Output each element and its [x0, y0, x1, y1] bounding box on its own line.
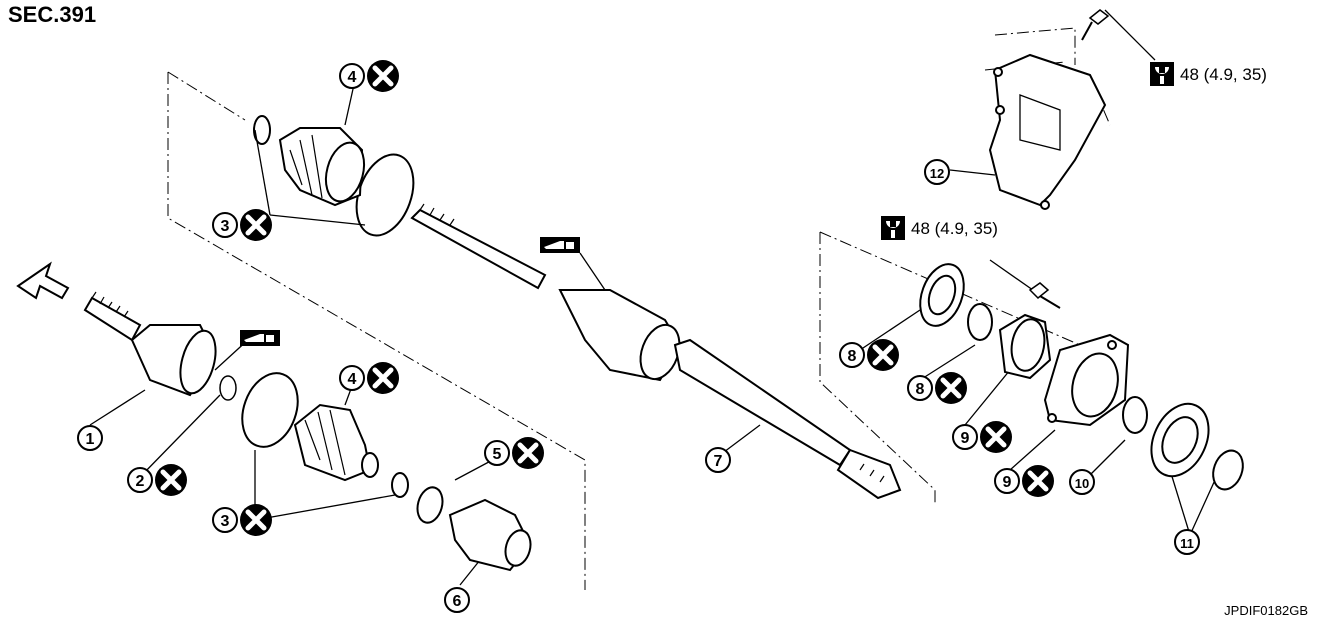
bearing-housing-part [1043, 333, 1130, 427]
x-circle-icon [240, 209, 272, 241]
callout-7: 7 [705, 447, 731, 473]
outer-joint-part [83, 291, 217, 397]
grease-gun-icon [540, 237, 580, 253]
callout-2: 2 [127, 464, 187, 496]
x-circle-icon [980, 421, 1012, 453]
torque-spec-upper: 48 (4.9, 35) [1150, 62, 1267, 86]
x-circle-icon [867, 339, 899, 371]
callout-6: 6 [444, 587, 470, 613]
callout-5: 5 [484, 437, 544, 469]
dust-seal-part [919, 263, 1244, 491]
support-bracket-part [988, 53, 1107, 210]
callout-4: 4 [339, 60, 399, 92]
boot-part [278, 127, 379, 482]
callout-number: 2 [136, 473, 145, 490]
x-circle-icon [367, 60, 399, 92]
callout-number: 4 [348, 69, 357, 86]
callout-number: 3 [221, 513, 230, 530]
circlip-part [967, 303, 1148, 434]
x-circle-icon [367, 362, 399, 394]
drive-shaft-part [410, 203, 902, 500]
torque-spec-lower: 48 (4.9, 35) [881, 216, 998, 240]
callout-number: 7 [714, 453, 723, 470]
callout-number: 1 [86, 431, 95, 448]
torque-wrench-icon [1150, 62, 1174, 86]
callout-number: 3 [221, 218, 230, 235]
x-circle-icon [512, 437, 544, 469]
callout-number: 8 [848, 348, 857, 365]
callout-number: 10 [1075, 476, 1089, 491]
grease-gun-icon [240, 330, 280, 346]
callout-1: 1 [77, 425, 103, 451]
x-circle-icon [155, 464, 187, 496]
figure-code: JPDIF0182GB [1224, 603, 1308, 618]
callout-number: 9 [1003, 474, 1012, 491]
x-circle-icon [240, 504, 272, 536]
callout-number: 6 [453, 593, 462, 610]
bearing-part [998, 313, 1052, 380]
callout-8: 8 [839, 339, 899, 371]
snap-ring-part [219, 375, 237, 401]
callout-number: 12 [930, 166, 944, 181]
front-arrow-icon [16, 261, 70, 300]
callout-3: 3 [212, 209, 272, 241]
callout-8: 8 [907, 372, 967, 404]
section-title: SEC.391 [8, 2, 97, 27]
callout-number: 9 [961, 430, 970, 447]
mounting-bolt-part [1028, 9, 1110, 309]
callout-number: 11 [1180, 536, 1194, 551]
torque-value-text: 48 (4.9, 35) [1180, 65, 1267, 84]
callout-number: 4 [348, 371, 357, 388]
callout-11: 11 [1174, 529, 1200, 555]
x-circle-icon [1022, 465, 1054, 497]
callout-12: 12 [924, 159, 950, 185]
callout-number: 8 [916, 381, 925, 398]
callout-number: 5 [493, 446, 502, 463]
callout-4: 4 [339, 362, 399, 394]
callout-3: 3 [212, 504, 272, 536]
torque-wrench-icon [881, 216, 905, 240]
inner-joint-housing-part [416, 486, 532, 572]
torque-value-text: 48 (4.9, 35) [911, 219, 998, 238]
callout-9: 9 [952, 421, 1012, 453]
callout-10: 10 [1069, 469, 1095, 495]
callout-9: 9 [994, 465, 1054, 497]
x-circle-icon [935, 372, 967, 404]
